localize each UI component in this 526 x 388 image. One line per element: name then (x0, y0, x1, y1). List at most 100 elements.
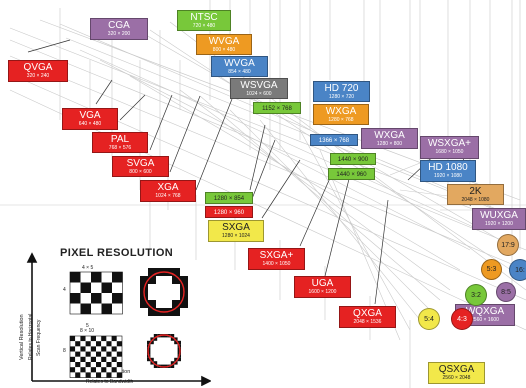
circle-low-res-icon (140, 268, 188, 316)
checker-cell (90, 341, 96, 347)
pointer-line (249, 124, 266, 191)
pal-res: 768 × 576 (108, 145, 132, 151)
checker-cell (116, 356, 122, 362)
checker-cell (96, 346, 102, 352)
wuxga-res: 1920 × 1200 (485, 221, 513, 227)
checker-cell (106, 362, 112, 368)
checker-cell (106, 356, 112, 362)
checker-cell (116, 346, 122, 352)
checker-cell (101, 351, 107, 357)
checker-cell (106, 341, 112, 347)
wxga-768-name: WXGA (325, 106, 357, 117)
checker-cell (85, 367, 91, 373)
checker-cell (116, 351, 122, 357)
checker-cell (111, 362, 117, 368)
sxga-plus-box: SXGA+1400 × 1050 (248, 248, 305, 270)
checker-grid-4x5 (69, 271, 123, 315)
qvga-res: 320 × 240 (26, 73, 50, 79)
checker-cell (101, 293, 112, 304)
circle-pixel (148, 268, 156, 276)
wsxga-plus-res: 1680 × 1050 (435, 149, 464, 155)
checker-cell (80, 272, 91, 283)
hd1080-res: 1920 × 1080 (434, 173, 462, 179)
2k-name: 2K (469, 186, 482, 197)
checker-cell (80, 336, 86, 342)
checker-cell (91, 303, 102, 314)
checker-cell (90, 336, 96, 342)
cga-res: 320 × 200 (107, 31, 131, 37)
connector-line (129, 75, 461, 271)
circle-pixel (153, 361, 158, 365)
ratio-5-4-icon: 5:4 (418, 308, 440, 330)
checker-cell (112, 282, 123, 293)
pointer-line (119, 94, 146, 121)
pointer-line (149, 94, 173, 151)
circle-pixel (140, 276, 148, 284)
pointer-line (374, 199, 389, 305)
checker-cell (101, 272, 112, 283)
checker-cell (85, 356, 91, 362)
checker-cell (80, 372, 86, 378)
2k-res: 2048 × 1080 (461, 197, 490, 203)
checker-cell (112, 303, 123, 314)
checker-cell (101, 341, 107, 347)
checker-cell (75, 336, 81, 342)
checker-cell (112, 293, 123, 304)
ratio-5-3-icon: 5:3 (481, 259, 502, 280)
checker-cell (80, 351, 86, 357)
grid2-rows: 8 (63, 348, 66, 354)
checker-cell (91, 282, 102, 293)
xga-res: 1024 × 768 (155, 193, 181, 199)
qsxga-name: QSXGA (438, 364, 475, 375)
circle-pixel (148, 300, 156, 308)
qvga-name: QVGA (23, 62, 53, 73)
axis-arrows (26, 252, 211, 386)
checker-cell (90, 367, 96, 373)
1440x960-box: 1440 × 960 (328, 168, 375, 180)
circle-pixel (170, 334, 175, 338)
wvga-854-name: WVGA (224, 58, 255, 69)
checker-cell (80, 356, 86, 362)
wxga-800-res: 1280 × 800 (376, 141, 403, 147)
checker-cell (70, 362, 76, 368)
checker-cell (111, 346, 117, 352)
pointer-line (261, 159, 301, 219)
checker-cell (85, 362, 91, 368)
circle-pixel (170, 364, 175, 368)
checker-cell (101, 282, 112, 293)
connector-line (199, 95, 441, 301)
circle-pixel (174, 357, 178, 362)
connector-line (99, 59, 471, 251)
circle-pixel (177, 357, 181, 362)
pointer-line (27, 39, 71, 53)
checker-cell (85, 346, 91, 352)
checker-cell (96, 362, 102, 368)
vga-name: VGA (79, 110, 101, 121)
checker-cell (101, 356, 107, 362)
checker-cell (101, 367, 107, 373)
checker-cell (91, 293, 102, 304)
checker-cell (96, 341, 102, 347)
checker-cell (106, 351, 112, 357)
wvga-800-name: WVGA (208, 36, 240, 47)
checker-cell (80, 282, 91, 293)
checker-cell (111, 351, 117, 357)
wvga-800-res: 800 × 480 (212, 47, 236, 53)
pointer-line (95, 79, 113, 105)
pointer-line (324, 174, 351, 277)
1152x768-name: 1152 × 768 (262, 106, 292, 112)
checker-cell (75, 341, 81, 347)
inset-title: PIXEL RESOLUTION (60, 247, 174, 259)
wsxga-plus-name: WSXGA+ (427, 138, 472, 149)
circle-pixel (150, 340, 154, 345)
qxga-name: QXGA (353, 308, 382, 319)
checker-cell (101, 303, 112, 314)
circle-pixel (170, 337, 175, 341)
